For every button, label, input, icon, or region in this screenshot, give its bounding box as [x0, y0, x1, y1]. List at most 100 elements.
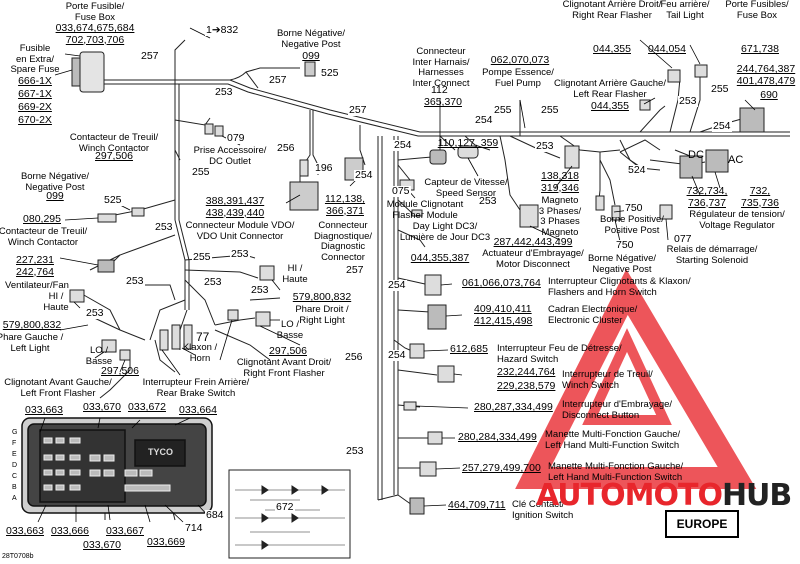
wire-714: 714: [184, 522, 204, 534]
wire-524: 524: [627, 164, 647, 176]
wire-525-top: 525: [320, 67, 340, 79]
wire-253-c: 253: [230, 248, 250, 260]
right-flasher-label: Clignotant Avant Droit/ Right Front Flas…: [236, 357, 332, 379]
diag-label: Connecteur Diagnostique/ Diagnostic Conn…: [313, 220, 373, 263]
wire-254-f: 254: [387, 349, 407, 361]
wire-672: 672: [275, 501, 295, 513]
clutch-ref: 287,442,443,499: [493, 236, 573, 248]
wire-253-k: 253: [345, 445, 365, 457]
horn-label: Klaxon / Horn: [182, 342, 218, 364]
left-multi-ref: 280,284,334,499: [458, 431, 537, 443]
fuse-box-row-letter: G: [12, 429, 18, 436]
fuse-box-top-label: Porte Fusible/ Fuse Box: [65, 1, 125, 23]
clutch-label: Actuateur d'Embrayage/ Motor Disconnect: [482, 248, 584, 270]
winch-contactor2-label: Contacteur de Treuil/ Winch Contactor: [0, 226, 88, 248]
wire-257-c: 257: [348, 104, 368, 116]
fuse-box-brand: TYCO: [148, 447, 174, 457]
right-rear-ref: 044,355: [593, 43, 631, 55]
right-multi-label: Manette Multi-Fonction Gauche/ Left Hand…: [548, 461, 684, 483]
wire-253-h: 253: [535, 140, 555, 152]
reg-ref2: 732, 735,736: [741, 185, 779, 209]
speed-label: Capteur de Vitesse/ Speed Sensor: [424, 177, 508, 199]
fan-ref: 227,231 242,764: [16, 254, 54, 278]
ac-label: AC: [728, 154, 744, 166]
wire-750-a: 750: [624, 202, 644, 214]
left-multi-label: Manette Multi-Fonction Gauche/ Left Hand…: [545, 429, 681, 451]
starting-solenoid-label: Relais de démarrage/ Starting Solenoid: [666, 244, 758, 266]
fb-663-a: 033,663: [25, 404, 63, 416]
neg-post-top-label: Borne Négative/ Negative Post: [276, 28, 346, 50]
vdo-refs: 388,391,437 438,439,440: [205, 195, 265, 219]
wire-077: 077: [673, 233, 693, 245]
winch-sw-label: Interrupteur de Treuil/ Winch Switch: [562, 369, 653, 391]
wire-075: 075: [391, 185, 411, 197]
wire-196: 196: [314, 162, 334, 174]
spare-fuse-label: Fusible en Extra/ Spare Fuse: [10, 43, 60, 75]
magneto-label: Magneto 3 Phases/ 3 Phases Magneto: [538, 195, 582, 238]
fuse-box-row-letter: F: [12, 440, 17, 447]
left-flasher-ref: 297,506: [101, 365, 139, 377]
neg-post-left-label: Borne Négative/ Negative Post: [20, 171, 90, 193]
right-light-label: Phare Droit / Right Light: [295, 304, 349, 326]
wire-257-d: 257: [345, 264, 365, 276]
winch-contactor-label: Contacteur de Treuil/ Winch Contactor: [69, 132, 159, 154]
lo-left-label: LO / Basse: [85, 345, 113, 367]
hi-right-label: HI / Haute: [282, 263, 308, 285]
hi-left-label: HI / Haute: [43, 291, 69, 313]
relay-ref-690: 690: [760, 89, 778, 101]
ignition-label: Clé Contact/ Ignition Switch: [512, 499, 574, 521]
left-flasher-label: Clignotant Avant Gauche/ Left Front Flas…: [4, 377, 112, 399]
sw-flash-ref: 061,066,073,764: [462, 277, 541, 289]
right-rear-label: Clignotant Arrière Droit/ Right Rear Fla…: [562, 0, 662, 21]
fuel-pump-ref: 062,070,073: [490, 54, 550, 66]
tail-label: Feu arrière/ Tail Light: [660, 0, 710, 21]
lo-right-label: LO / Basse: [276, 319, 304, 341]
wire-1-832: 1➔832: [205, 24, 240, 36]
wire-256-a: 256: [276, 142, 296, 154]
wire-253-g: 253: [250, 284, 270, 296]
wire-255-d: 255: [540, 104, 560, 116]
fuse-box-row-letter: C: [12, 473, 18, 480]
cluster-label: Cadran Electronique/ Electronic Cluster: [548, 304, 638, 326]
fuse-box-diagram: [21, 417, 213, 514]
winch-sw-ref: 232,244,764 229,238,579: [497, 366, 556, 392]
neg-post-mid-label: Borne Négative/ Negative Post: [587, 253, 657, 275]
wire-256-b: 256: [344, 351, 364, 363]
fuse-box-row-letter: B: [12, 484, 17, 491]
wire-254-c: 254: [393, 139, 413, 151]
wire-253-e: 253: [125, 275, 145, 287]
inter-connect-label: Connecteur Inter Harnais/ Harnesses Inte…: [412, 46, 470, 89]
tail-ref: 044,054: [648, 43, 686, 55]
wire-255-a: 255: [191, 166, 211, 178]
reg-ref1: 732,734, 736,737: [686, 185, 728, 209]
disconnect-ref: 280,287,334,499: [474, 401, 553, 413]
vdo-label: Connecteur Module VDO/ VDO Unit Connecto…: [185, 220, 295, 242]
magneto-ref: 138,318 319,346: [541, 170, 579, 194]
pos-post-label: Borne Positive/ Positive Post: [600, 214, 664, 236]
left-light-ref: 579,800,832: [2, 319, 62, 331]
ignition-ref: 464,709,711: [448, 499, 506, 511]
diode-detail-box: [228, 469, 351, 559]
neg-post-left-ref: 099: [46, 190, 64, 202]
fuse-box-right-label: Porte Fusibles/ Fuse Box: [725, 0, 789, 21]
wire-255-b: 255: [192, 251, 212, 263]
right-multi-ref: 257,279,499,700: [462, 462, 541, 474]
figure-id: 28T0708b: [2, 553, 34, 560]
fb-663-b: 033,663: [6, 525, 44, 537]
winch-contactor2-ref: 080,295: [23, 213, 61, 225]
fb-670-a: 033,670: [83, 401, 121, 413]
wire-077-horn: 77: [195, 330, 211, 344]
hazard-ref: 612,685: [450, 343, 488, 355]
fan-label: Ventilateur/Fan: [5, 280, 69, 291]
spare-fuse-refs: 666-1X 667-1X 669-2X 670-2X: [18, 75, 52, 126]
wire-253-d: 253: [203, 276, 223, 288]
wire-253-b: 253: [154, 221, 174, 233]
wire-254-d: 254: [354, 169, 374, 181]
dlr-label: Day Light DC3/ Lumière de Jour DC3: [399, 221, 491, 243]
diag-refs: 112,138, 366,371: [324, 193, 366, 217]
winch-contactor-ref: 297,506: [95, 150, 133, 162]
cluster-ref: 409,410,411 412,415,498: [474, 303, 533, 327]
wire-253-f: 253: [85, 307, 105, 319]
right-light-ref: 579,800,832: [292, 291, 352, 303]
